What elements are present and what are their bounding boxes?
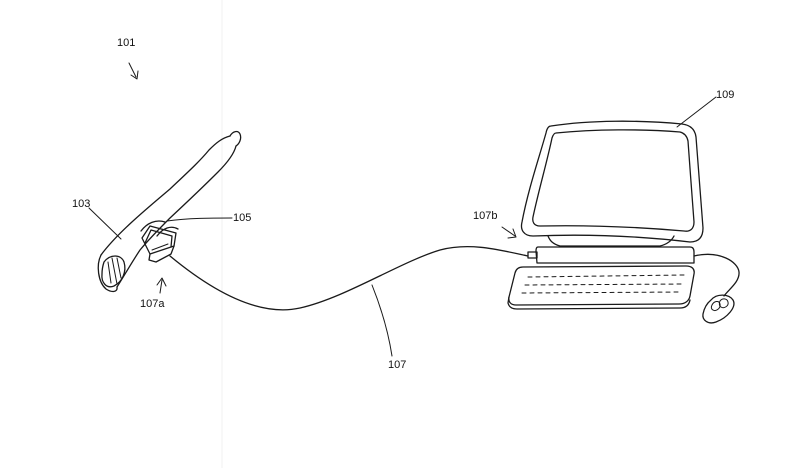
- label-107a: 107a: [140, 298, 165, 310]
- cable: [169, 245, 529, 311]
- label-109: 109: [716, 89, 735, 101]
- computer: [507, 120, 740, 324]
- finger: [97, 130, 242, 293]
- cable-sensor-end-arrow: [156, 277, 167, 294]
- computer-leader-line: [676, 96, 717, 128]
- sensor-clip: [140, 220, 179, 263]
- keyboard: [508, 265, 695, 306]
- monitor-bezel: [520, 120, 704, 243]
- mouse: [702, 294, 735, 324]
- finger-leader-line: [88, 207, 122, 240]
- base-unit: [535, 246, 695, 264]
- monitor-screen: [532, 129, 695, 232]
- label-107: 107: [388, 359, 407, 371]
- sensor-leader-line: [166, 217, 233, 222]
- mouse-cord: [693, 253, 740, 297]
- base-connector: [527, 251, 538, 259]
- label-103: 103: [72, 198, 91, 210]
- monitor-stand: [547, 235, 675, 247]
- cable-leader-line: [371, 284, 393, 357]
- label-105: 105: [233, 212, 252, 224]
- system-reference-arrow: [128, 62, 139, 80]
- label-101: 101: [117, 37, 136, 49]
- label-107b: 107b: [473, 210, 498, 222]
- cable-computer-end-arrow: [501, 226, 517, 239]
